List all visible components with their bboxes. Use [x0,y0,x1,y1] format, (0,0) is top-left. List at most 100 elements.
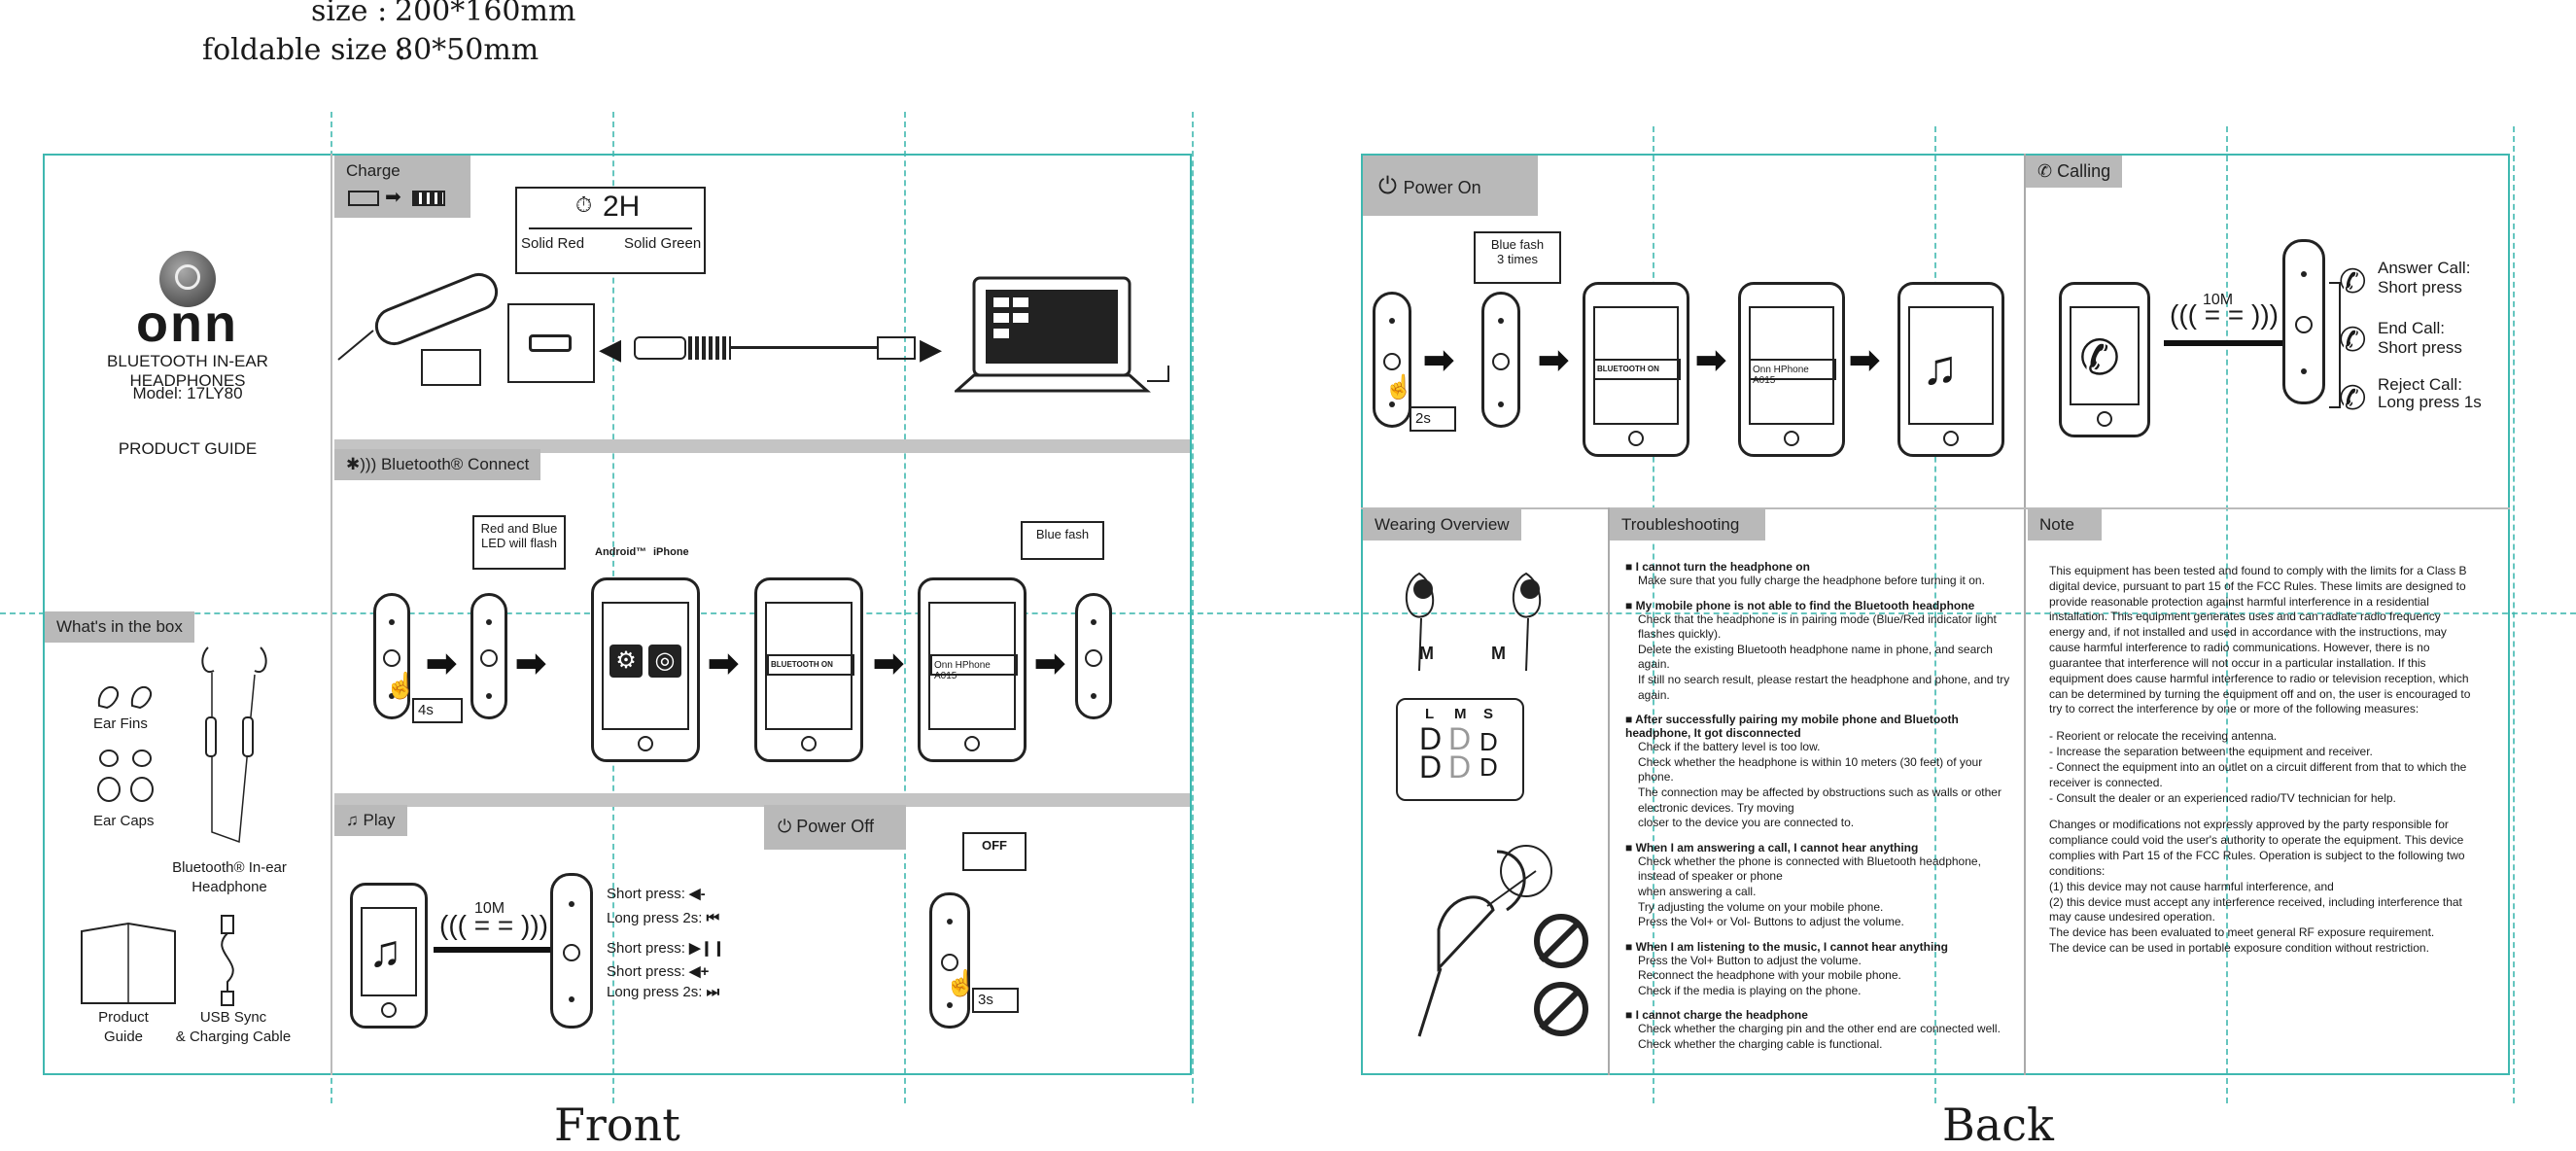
control-long-press-next: Long press 2s: ⏭ [607,984,719,1000]
back-divider [1608,507,1610,1075]
phone-handset-icon: ✆ [2079,331,2120,385]
hold-time: 4s [418,702,434,718]
next-track-icon: ⏭ [706,984,720,1000]
answer-call-icon: ✆ [2339,263,2367,300]
troubleshooting-answer: Check whether the charging pin and the o… [1638,1022,2001,1036]
fcc-condition-2: (2) this device must accept any interfer… [2049,894,2462,924]
control-short-press-vol-up: Short press: ◀+ [607,962,709,980]
troubleshooting-answer: Check whether the phone is connected wit… [1638,854,1981,884]
fold-guide [1192,112,1194,1103]
troubleshooting-question: ■ I cannot turn the headphone on [1625,560,1810,574]
phone-music: ♫ [1897,282,2004,457]
arrow-right-icon: ➡ [873,644,904,684]
front-sheet [43,154,1192,1075]
remote-blue-flash [1481,292,1520,428]
range-label: 10M [474,900,505,917]
bluetooth-toggle: BLUETOOTH ON [767,654,854,676]
previous-track-icon: ⏮ [706,910,720,926]
tab-power-off: ⏻ Power Off [764,805,906,850]
range-arrow [2164,340,2284,346]
tab-play: ♫ Play [334,805,407,836]
music-note-icon: ♫ [368,925,402,976]
arrow-right-icon: ➡ [1849,340,1880,381]
tab-calling: ✆ Calling [2026,156,2123,188]
bluetooth-tab-label: Bluetooth® Connect [380,455,530,473]
usb-port-zoom [507,303,595,383]
volume-up-icon: ◀+ [689,963,710,980]
blue-flash-text: Blue fash [1035,527,1090,541]
rf-exposure-2: The device can be used in portable expos… [2049,941,2429,956]
blue-flash-text: Blue fash [1490,237,1545,252]
fold-guide [2226,126,2228,1103]
arrow-right-icon: ➡ [1034,644,1065,684]
troubleshooting-answer: when answering a call. [1638,884,1757,898]
micro-usb-port-icon [529,334,572,352]
front-divider [331,154,332,1075]
earbud-fit-illustration [1406,572,1542,672]
arrow-right-icon: ➡ [708,644,739,684]
troubleshooting-question: ■ After successfully pairing my mobile p… [1625,713,1959,741]
range-label: 10M [2203,292,2234,308]
phone-device-list: Onn HPhone A015 [918,577,1027,762]
music-note-icon: ♫ [1922,340,1959,395]
remote-charging-illustration [337,272,499,386]
led-flash-text: LED will flash [480,536,558,550]
bt-toggle-state: ON [820,660,833,669]
brand-logo: onn [136,295,238,353]
charge-info-box [515,187,706,274]
troubleshooting-answer: closer to the device you are connected t… [1638,816,1855,830]
device-list-item: Onn HPhone A015 [930,654,1018,681]
battery-full-icon [412,191,445,206]
size-m-right: M [1491,644,1506,663]
blue-flash-callout: Blue fash [1021,521,1104,560]
troubleshooting-answer: The connection may be affected by obstru… [1638,785,2002,815]
fcc-paragraph-1: This equipment has been tested and found… [2049,564,2471,716]
control-short-press-play-pause: Short press: ▶❙❙ [607,939,725,957]
iphone-label: iPhone [653,546,689,558]
off-text: OFF [982,838,1007,853]
play-tab-label: Play [363,811,396,829]
answer-call-action: Short press [2378,278,2462,296]
remote-play-controls [550,873,593,1029]
back-divider [2024,154,2026,1075]
troubleshooting-question: ■ My mobile phone is not able to find th… [1625,598,1975,612]
ear-insertion-illustration [1417,845,1552,1037]
product-guide-label: PRODUCT GUIDE [118,439,258,458]
fcc-measure-4: - Consult the dealer or an experienced r… [2049,790,2396,805]
range-arrow [434,947,560,953]
troubleshooting-question: ■ When I am answering a call, I cannot h… [1625,840,1919,855]
usb-cable-icon [221,915,234,1006]
volume-down-icon: ◀- [689,886,706,902]
off-callout: OFF [962,832,1027,871]
arrow-right-icon: ➡ [385,187,401,208]
fold-guide-horizontal [0,612,2576,614]
headphone-label-1: Bluetooth® In-ear [172,859,287,876]
tab-charge: Charge [334,156,470,218]
back-sheet [1361,154,2510,1075]
size-m: M [1454,706,1467,722]
phone-music: ♫ [350,883,428,1029]
usb-cable-illustration: ◀ ▶ [599,333,943,366]
android-label: Android™ [595,546,647,558]
press-hand-icon: ☝ [1384,374,1413,401]
fold-guide [2513,126,2515,1103]
charge-tab-label: Charge [346,161,400,180]
ear-fins-icon [97,685,152,710]
end-call-action: Short press [2378,338,2462,357]
size-m-left: M [1419,644,1434,663]
ear-caps-label: Ear Caps [93,813,155,829]
fcc-measure-2: - Increase the separation between the eq… [2049,745,2373,759]
bt-toggle-state: ON [1647,365,1659,373]
troubleshooting-answer: Check if the media is playing on the pho… [1638,983,1862,997]
end-call-label: End Call: [2378,319,2445,337]
back-label: Back [1942,1099,2054,1151]
remote-illustration [373,593,410,719]
foldable-value: 80*50mm [395,33,540,67]
off-hold-time: 3s [978,992,993,1008]
arrow-right-icon: ➡ [1423,340,1454,381]
